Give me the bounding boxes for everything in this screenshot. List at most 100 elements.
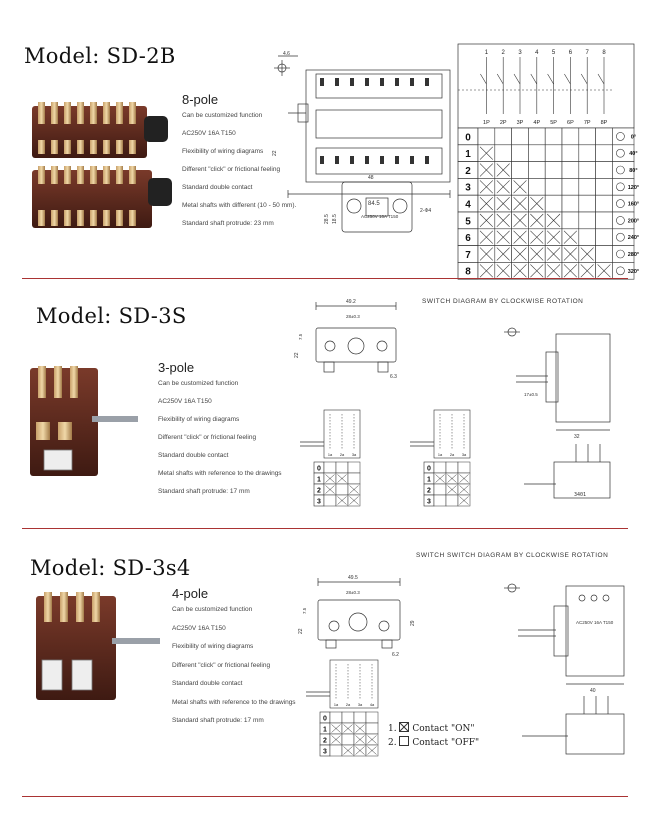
table-cell xyxy=(511,144,529,162)
contact-on-mark xyxy=(479,163,494,177)
contact-on-mark xyxy=(479,264,494,278)
dim-w: 48 xyxy=(368,175,374,181)
table-cell xyxy=(433,483,447,496)
position-number: 0 xyxy=(317,466,321,473)
position-number: 0 xyxy=(465,132,471,143)
legend-off: 2. Contact "OFF" xyxy=(388,736,479,750)
col-label: 1a xyxy=(334,703,339,707)
contact-on-mark xyxy=(479,213,494,228)
contact-on-mark xyxy=(496,213,510,228)
model-title-sd-3s4: Model: SD-3s4 xyxy=(30,556,191,580)
contact-on-mark xyxy=(337,474,347,483)
position-number: 5 xyxy=(465,216,471,227)
table-cell xyxy=(578,228,596,246)
table-cell xyxy=(347,472,361,485)
contact-on-mark xyxy=(496,230,510,244)
contact-on-mark xyxy=(530,247,544,261)
contact-on-mark xyxy=(355,735,365,744)
contact-on-mark xyxy=(513,180,527,194)
diagram-title-sd-3s4: SWITCH SWITCH DIAGRAM BY CLOCKWISE ROTAT… xyxy=(416,552,609,559)
position-number: 0 xyxy=(427,466,431,473)
table-cell xyxy=(544,178,563,196)
legend-num: 1. xyxy=(388,724,397,734)
pole-number: 3 xyxy=(518,50,522,56)
pole-number: 2 xyxy=(502,50,506,56)
pole-switch xyxy=(580,73,588,85)
knob-icon xyxy=(616,165,625,175)
contact-on-mark xyxy=(546,264,561,278)
spec-item: Can be customized function xyxy=(172,606,253,613)
pole-title-sd-3s4: 4-pole xyxy=(172,586,209,601)
contact-on-mark xyxy=(479,180,494,194)
angle-label: 200° xyxy=(628,218,639,224)
contact-on-mark xyxy=(530,213,544,228)
wiring-block xyxy=(323,409,361,459)
angle-label: 320° xyxy=(628,269,639,275)
dim-inner: 28±0.3 xyxy=(346,590,360,595)
contact-on-mark xyxy=(496,196,510,211)
table-cell xyxy=(329,744,343,757)
table-cell xyxy=(335,483,349,496)
pole-title-sd-2b: 8-pole xyxy=(182,92,219,107)
table-cell xyxy=(353,711,367,724)
contact-on-mark xyxy=(530,196,544,211)
dim-h1: 28.5 xyxy=(324,214,330,224)
col-label: 4a xyxy=(370,703,375,707)
table-cell xyxy=(341,733,355,746)
table-cell xyxy=(561,178,580,196)
table-cell xyxy=(595,228,613,246)
contact-on-mark xyxy=(513,264,527,278)
dim-h2: 7.5 xyxy=(298,333,303,340)
table-cell xyxy=(433,494,447,507)
position-number: 1 xyxy=(427,477,431,484)
legend-num: 2. xyxy=(388,738,397,748)
pole-label: 5P xyxy=(550,120,557,126)
legend-text: Contact "ON" xyxy=(412,724,475,734)
position-number: 8 xyxy=(465,267,471,278)
table-cell xyxy=(494,144,512,162)
pole-switch xyxy=(530,73,538,85)
product-photo-sd-3s xyxy=(30,366,138,476)
spec-item: AC250V 16A T150 xyxy=(182,130,236,137)
knob-icon xyxy=(616,132,625,141)
contact-on-mark xyxy=(349,485,359,494)
spec-item: Can be customized function xyxy=(182,112,263,119)
pole-switch xyxy=(496,73,504,85)
table-cell xyxy=(433,461,447,474)
contact-on-mark xyxy=(331,735,341,744)
table-cell xyxy=(511,161,529,179)
knob-icon xyxy=(616,182,625,192)
section-divider xyxy=(22,796,628,797)
front-drawing-sd-3s4: 49.5 28±0.3 22 7.5 6.2 29 xyxy=(298,575,416,658)
contact-on-mark xyxy=(337,496,347,505)
spec-item: Standard shaft protrude: 17 mm xyxy=(158,488,250,495)
position-number: 1 xyxy=(465,149,471,160)
angle-label: 40° xyxy=(629,151,637,157)
col-label: 3a xyxy=(462,453,467,457)
diagram-title-sd-3s: SWITCH DIAGRAM BY CLOCKWISE ROTATION xyxy=(422,298,584,305)
dim-h: 22 xyxy=(294,352,300,358)
pole-number: 5 xyxy=(552,50,556,56)
pole-label: 1P xyxy=(483,120,490,126)
table-cell xyxy=(528,144,546,162)
table-cell xyxy=(595,178,613,196)
contact-on-mark xyxy=(580,264,594,278)
contact-off-icon xyxy=(399,736,410,746)
dim-w: 49.5 xyxy=(348,575,358,581)
table-cell xyxy=(578,178,596,196)
dim-h: 22 xyxy=(298,628,304,634)
spec-item: Metal shafts with reference to the drawi… xyxy=(158,470,282,477)
angle-label: 120° xyxy=(628,185,639,191)
position-number: 2 xyxy=(465,166,471,177)
spec-item: Metal shafts with different (10 - 50 mm)… xyxy=(182,202,297,209)
pole-label: 7P xyxy=(584,120,591,126)
spec-item: AC250V 16A T150 xyxy=(172,624,226,632)
knob-icon xyxy=(616,199,625,208)
position-number: 6 xyxy=(465,233,471,244)
section-divider xyxy=(22,528,628,529)
table-cell xyxy=(477,127,496,146)
position-number: 2 xyxy=(323,738,327,745)
pole-number: 6 xyxy=(569,50,573,56)
table-cell xyxy=(365,711,379,724)
